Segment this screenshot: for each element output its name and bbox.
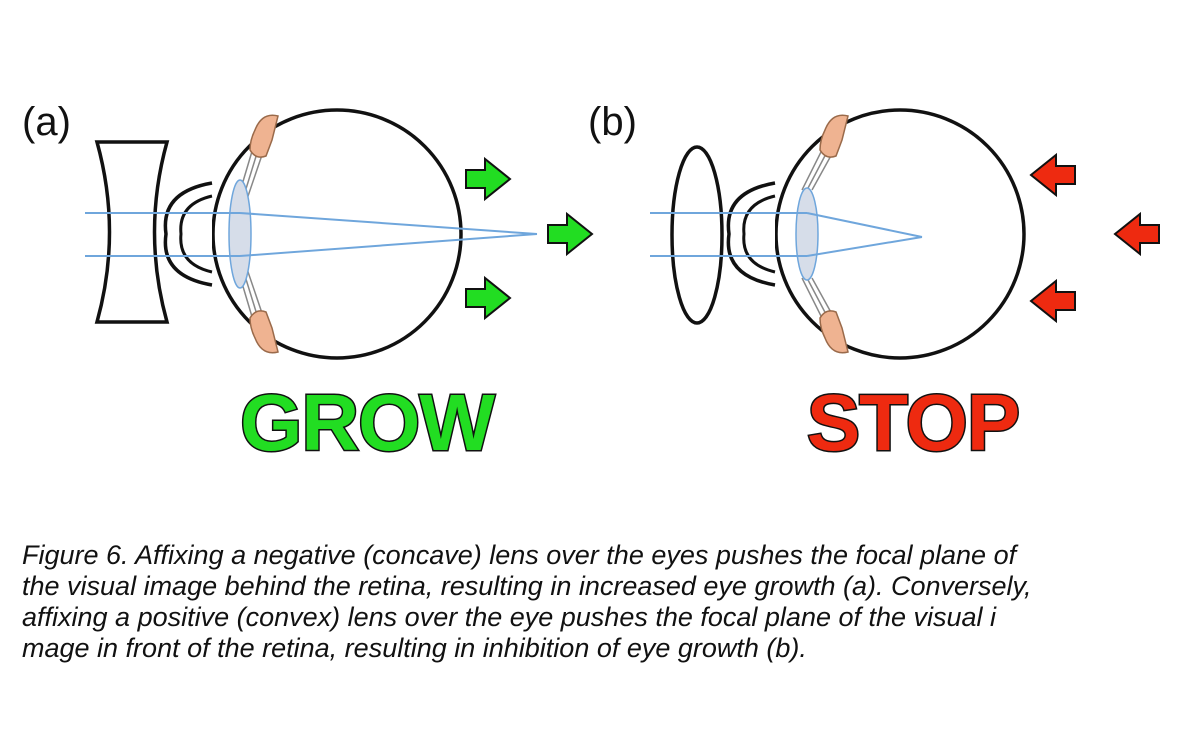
figure-caption: Figure 6. Affixing a negative (concave) …: [22, 540, 1182, 664]
grow-label: GROW: [240, 378, 495, 467]
ciliary-muscle-top-a: [249, 114, 279, 158]
zonule-fibers-b: [801, 147, 834, 321]
arrow-left-icon: [1113, 211, 1160, 257]
arrow-left-icon: [1029, 278, 1076, 324]
panel-b: (b): [588, 100, 1160, 469]
cornea-a: [163, 181, 213, 287]
panel-b-label: (b): [588, 100, 637, 144]
convex-lens: [670, 145, 724, 325]
cornea-b: [726, 181, 776, 287]
eyeball-a: [211, 108, 463, 360]
crystalline-lens-b: [795, 187, 819, 281]
panel-a-label: (a): [22, 100, 71, 144]
ciliary-muscle-top-b: [819, 114, 849, 158]
ciliary-muscle-bottom-a: [249, 310, 279, 354]
caption-line: mage in front of the retina, resulting i…: [22, 633, 807, 663]
eyeball-b: [774, 108, 1026, 360]
arrow-left-icon: [1029, 152, 1076, 198]
ciliary-muscle-bottom-b: [819, 310, 849, 354]
eye-growth-diagram: (a): [22, 100, 1160, 469]
arrow-right-icon: [465, 275, 512, 321]
arrow-right-icon: [547, 211, 594, 257]
caption-line: Figure 6. Affixing a negative (concave) …: [22, 540, 1017, 570]
concave-lens: [94, 140, 170, 324]
crystalline-lens-a: [228, 179, 252, 289]
light-rays-b: [650, 212, 923, 257]
arrow-right-icon: [465, 156, 512, 202]
panel-a: (a): [22, 100, 594, 469]
stop-label: STOP: [807, 378, 1019, 467]
light-rays-a: [85, 212, 538, 257]
caption-line: the visual image behind the retina, resu…: [22, 571, 1032, 601]
caption-line: affixing a positive (convex) lens over t…: [22, 602, 997, 632]
